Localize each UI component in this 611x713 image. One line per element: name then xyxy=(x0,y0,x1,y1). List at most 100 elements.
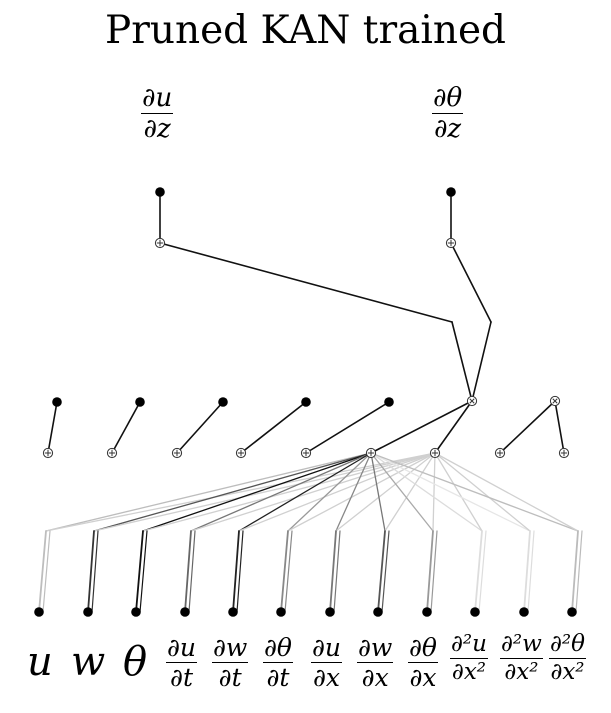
edge-input-6 xyxy=(329,530,337,613)
edge-fan-5-1 xyxy=(287,452,436,532)
input-label-u: u xyxy=(27,639,53,685)
edge-input-1 xyxy=(87,530,95,613)
input-label-d2w-dx2: ∂²w∂x² xyxy=(500,631,543,686)
input-node-3 xyxy=(180,607,190,617)
output-node-1 xyxy=(155,187,165,197)
edge-input-b-0 xyxy=(42,530,51,613)
edge-fan-4-0 xyxy=(238,452,372,532)
edge-fan-6-1 xyxy=(335,452,436,532)
edge-fan-10-0 xyxy=(370,452,531,532)
input-node-10 xyxy=(519,607,529,617)
hidden-node-0 xyxy=(52,397,62,407)
edge-fan-9-0 xyxy=(370,452,483,532)
edge-input-10 xyxy=(523,530,531,613)
input-node-1 xyxy=(83,607,93,617)
edge-input-11 xyxy=(571,530,579,613)
hidden-node-1 xyxy=(135,397,145,407)
input-node-8 xyxy=(422,607,432,617)
edge-input-b-6 xyxy=(333,530,341,613)
input-label-dtheta-dx: ∂θ∂x xyxy=(408,633,438,693)
edge-mid-0 xyxy=(47,401,58,454)
input-label-dw-dt: ∂w∂t xyxy=(212,633,249,693)
diagram-title: Pruned KAN trained xyxy=(104,8,506,53)
sum-node-icon xyxy=(235,447,247,459)
edge-fan-9-1 xyxy=(434,452,483,532)
output-label-dtheta-dz: ∂θ∂z xyxy=(432,83,464,145)
sum-node-icon xyxy=(558,447,570,459)
input-label-du-dx: ∂u∂x xyxy=(311,633,343,693)
multiply-node-icon xyxy=(549,395,561,407)
multiply-node-icon xyxy=(466,395,478,407)
edge-input-7 xyxy=(377,530,386,613)
edge-fan-1-0 xyxy=(93,452,372,532)
edge-fan-7-1 xyxy=(384,452,436,532)
hidden-node-3 xyxy=(301,397,311,407)
edge-input-b-5 xyxy=(284,530,293,613)
edge-input-8 xyxy=(426,530,434,613)
input-node-7 xyxy=(373,607,383,617)
edge-input-b-8 xyxy=(430,530,438,613)
edge-fan-2-1 xyxy=(142,452,436,532)
edge-fan-2-0 xyxy=(142,452,372,532)
edge-spline-to-mul-2 xyxy=(471,321,492,402)
input-node-2 xyxy=(131,607,141,617)
edge-fan-8-0 xyxy=(370,452,434,532)
edge-sum-to-mul-a xyxy=(370,400,473,454)
edge-mid-3 xyxy=(240,401,307,454)
input-label-dw-dx: ∂w∂x xyxy=(357,633,394,693)
edge-spline-to-mul xyxy=(451,321,473,402)
input-label-theta: θ xyxy=(123,639,148,685)
edge-fan-3-0 xyxy=(190,452,372,532)
edge-input-b-7 xyxy=(381,530,390,613)
edge-fan-11-1 xyxy=(434,452,579,532)
input-node-11 xyxy=(567,607,577,617)
edge-sum-to-mul-d xyxy=(554,400,565,454)
edge-input-b-2 xyxy=(139,530,148,613)
sum-node-icon xyxy=(154,237,166,249)
edge-input-9 xyxy=(474,530,483,613)
sum-node-icon xyxy=(365,447,377,459)
edge-input-4 xyxy=(232,530,240,613)
sum-node-icon xyxy=(106,447,118,459)
edge-fan-3-1 xyxy=(190,452,436,532)
output-label-du-dz: ∂u∂z xyxy=(141,83,174,145)
edge-input-b-10 xyxy=(527,530,535,613)
edge-sum2-to-spline xyxy=(450,242,492,323)
edge-fan-7-0 xyxy=(370,452,386,532)
input-label-w: w xyxy=(71,639,106,685)
sum-node-icon xyxy=(171,447,183,459)
edge-input-b-1 xyxy=(91,530,99,613)
edge-fan-10-1 xyxy=(434,452,531,532)
edge-mid-4 xyxy=(305,401,390,454)
edge-input-b-4 xyxy=(236,530,244,613)
sum-node-icon xyxy=(494,447,506,459)
input-label-du-dt: ∂u∂t xyxy=(166,633,198,693)
edge-input-b-11 xyxy=(575,530,583,613)
input-node-9 xyxy=(470,607,480,617)
edge-input-b-9 xyxy=(478,530,487,613)
edge-fan-4-1 xyxy=(238,452,436,532)
edge-sum1-to-spline xyxy=(159,242,453,323)
input-node-5 xyxy=(276,607,286,617)
edge-input-3 xyxy=(184,530,192,613)
edge-input-b-3 xyxy=(188,530,196,613)
edge-sum-to-mul-b xyxy=(434,400,473,454)
edge-fan-1-1 xyxy=(93,452,436,532)
output-node-2 xyxy=(446,187,456,197)
input-node-6 xyxy=(325,607,335,617)
edge-mid-2 xyxy=(176,401,224,454)
sum-node-icon xyxy=(429,447,441,459)
edge-fan-5-0 xyxy=(287,452,372,532)
sum-node-icon xyxy=(445,237,457,249)
edge-input-5 xyxy=(280,530,289,613)
input-node-4 xyxy=(228,607,238,617)
input-label-dtheta-dt: ∂θ∂t xyxy=(263,633,293,693)
input-label-d2theta-dx2: ∂²θ∂x² xyxy=(549,631,586,686)
input-node-0 xyxy=(34,607,44,617)
input-label-d2u-dx2: ∂²u∂x² xyxy=(450,631,488,686)
hidden-node-2 xyxy=(218,397,228,407)
sum-node-icon xyxy=(42,447,54,459)
edge-fan-11-0 xyxy=(370,452,579,532)
